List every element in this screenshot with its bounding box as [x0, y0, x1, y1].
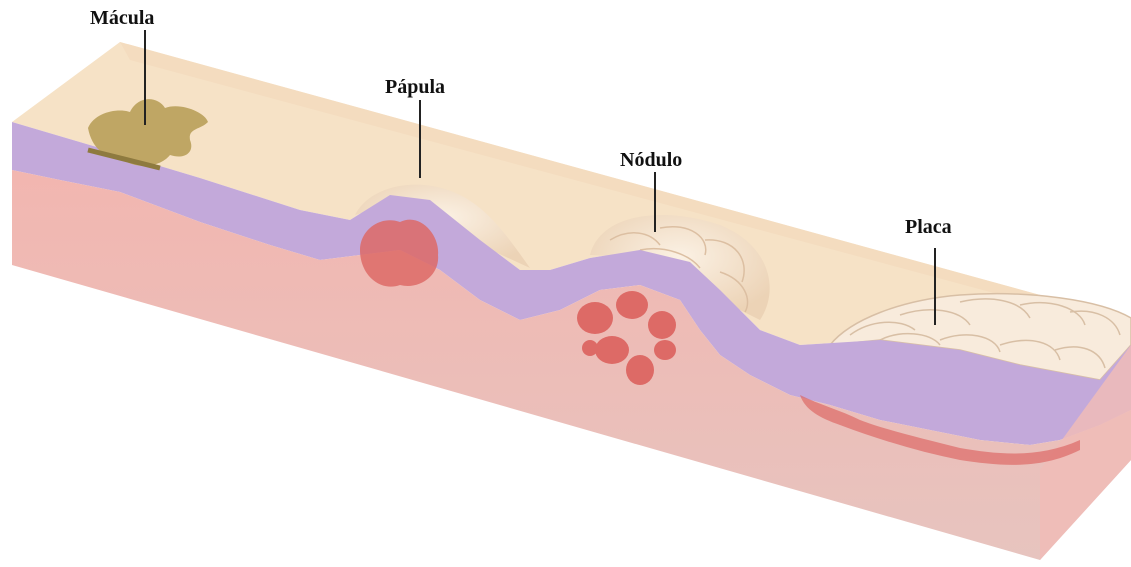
label-papula-text: Pápula	[385, 76, 445, 98]
label-macula-text: Mácula	[90, 7, 154, 29]
label-placa-text: Placa	[905, 216, 952, 238]
papule-infiltrate	[360, 220, 438, 287]
label-nodulo-text: Nódulo	[620, 149, 682, 171]
